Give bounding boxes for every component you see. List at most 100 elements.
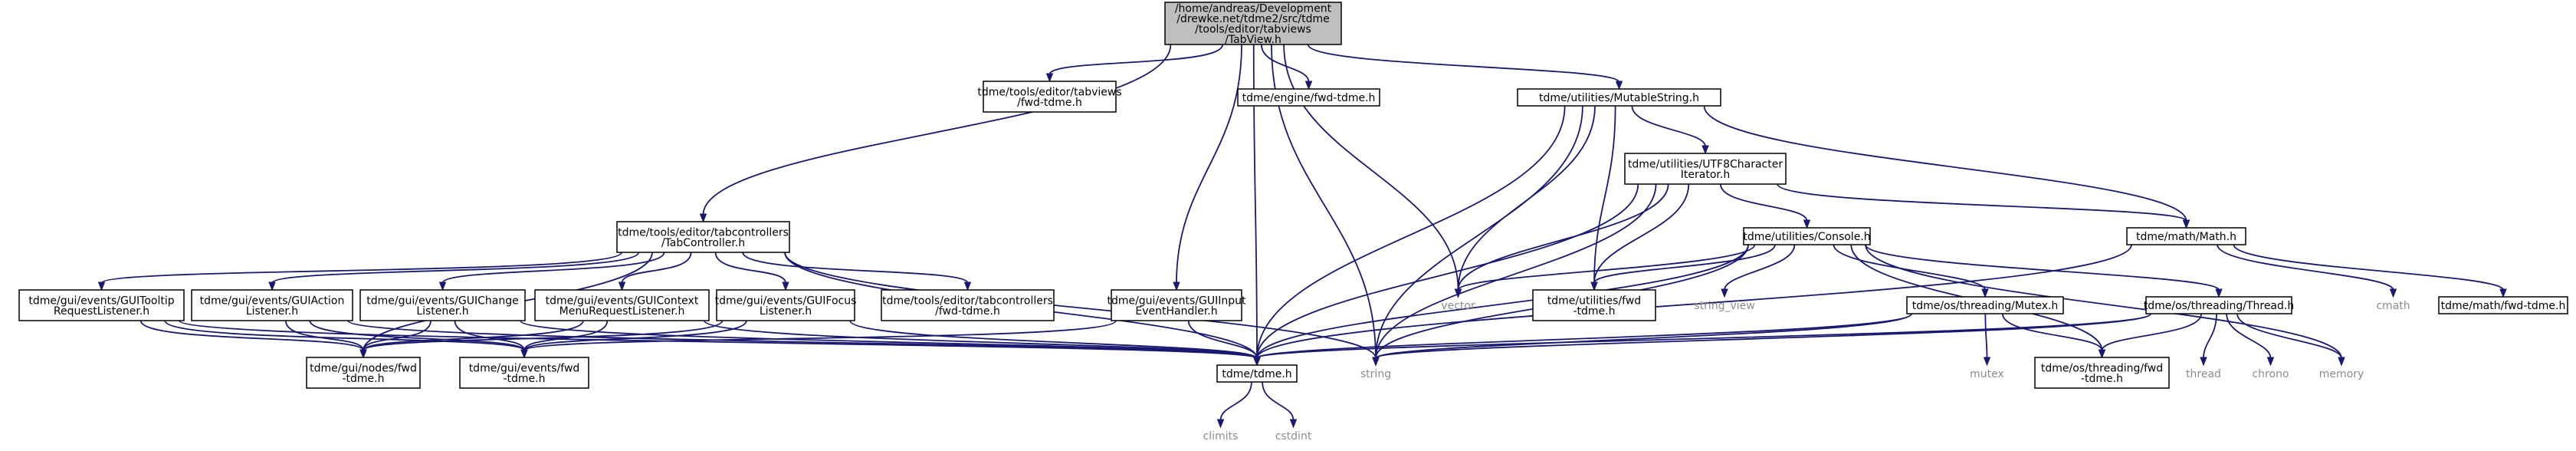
node-cmath: cmath: [2376, 300, 2410, 312]
dependency-edges: [97, 44, 2507, 429]
node-events-fwd[interactable]: tdme/gui/events/fwd-tdme.h: [459, 357, 589, 389]
node-label-line: tdme/utilities/fwd: [1547, 295, 1641, 307]
edge-tabcontroller-to-context: [621, 252, 692, 284]
node-label-line: tdme/math/Math.h: [2136, 231, 2236, 243]
edge-console-to-vector: [1457, 244, 1756, 291]
edge-mutex-to-threading-fwd: [2001, 313, 2103, 351]
edge-console-to-memory: [1865, 244, 2342, 359]
node-label-line: cmath: [2376, 300, 2410, 312]
node-label-line: tdme/gui/events/GUIInput: [1107, 295, 1246, 307]
node-tdme[interactable]: tdme/tdme.h: [1216, 364, 1298, 383]
file-nodes: /home/andreas/Development/drewke.net/tdm…: [18, 2, 2568, 443]
node-label-line: tdme/gui/events/GUIChange: [366, 295, 518, 307]
node-mutablestring[interactable]: tdme/utilities/MutableString.h: [1517, 88, 1721, 107]
node-label-line: climits: [1203, 430, 1239, 443]
edge-tabcontroller-to-string: [784, 252, 1377, 359]
node-label-line: Listener.h: [760, 305, 812, 318]
node-label-line: RequestListener.h: [54, 305, 149, 318]
node-label-line: tdme/os/threading/Thread.h: [2144, 300, 2294, 312]
edge-console-to-thread: [1865, 244, 2220, 291]
edge-context-to-events-fwd: [523, 320, 609, 351]
edge-input-to-tdme: [1187, 320, 1258, 359]
node-label-line: mutex: [1970, 368, 2004, 380]
node-label-line: tdme/os/threading/fwd: [2041, 362, 2163, 374]
arrowhead: [359, 349, 367, 359]
node-tc-fwd[interactable]: tdme/tools/editor/tabcontrollers/fwd-tdm…: [881, 289, 1055, 321]
node-label-line: Iterator.h: [1681, 169, 1730, 181]
edge-context-to-nodes-fwd: [363, 320, 584, 351]
edge-math-to-math-fwd: [2233, 244, 2504, 291]
node-tooltip[interactable]: tdme/gui/events/GUITooltipRequestListene…: [18, 289, 185, 321]
node-nodes-fwd[interactable]: tdme/gui/nodes/fwd-tdme.h: [306, 357, 421, 389]
node-label-line: /TabView.h: [1225, 34, 1281, 46]
node-box: [1906, 296, 2064, 314]
node-console[interactable]: tdme/utilities/Console.h: [1743, 227, 1871, 245]
node-label-line: tdme/gui/events/fwd: [469, 362, 580, 374]
node-tabcontroller[interactable]: tdme/tools/editor/tabcontrollers/TabCont…: [616, 221, 790, 253]
edge-tooltip-to-nodes-fwd: [139, 320, 364, 351]
node-label-line: -tdme.h: [2081, 373, 2123, 385]
edge-console-to-mutex: [1833, 244, 1986, 291]
arrowhead: [1045, 73, 1054, 83]
node-string: string: [1360, 368, 1391, 380]
edge-tabview-to-mutablestring: [1307, 44, 1620, 83]
arrowhead: [97, 281, 106, 291]
edge-console-to-tdme: [1256, 244, 1749, 359]
node-thread[interactable]: tdme/os/threading/Thread.h: [2144, 296, 2294, 314]
node-math-fwd[interactable]: tdme/math/fwd-tdme.h: [2438, 296, 2568, 314]
edge-tdme-to-cstdint: [1262, 381, 1295, 421]
edge-utf8-to-util-fwd: [1593, 183, 1690, 284]
node-threading-fwd[interactable]: tdme/os/threading/fwd-tdme.h: [2034, 357, 2170, 389]
edge-math-to-cmath: [2217, 244, 2394, 291]
edge-tabcontroller-to-focus: [714, 252, 786, 284]
node-label-line: EventHandler.h: [1135, 305, 1217, 318]
node-box: [1111, 289, 1242, 321]
node-label-line: tdme/gui/events/GUIAction: [200, 295, 345, 307]
node-box: [18, 289, 185, 321]
node-label-line: tdme/os/threading/Mutex.h: [1912, 300, 2059, 312]
edge-tooltip-to-events-fwd: [164, 320, 525, 351]
node-label-line: Listener.h: [246, 305, 298, 318]
edge-tabview-to-tv-fwd: [1048, 44, 1224, 75]
edge-utf8-to-vector: [1457, 183, 1669, 291]
edge-console-to-string-view: [1724, 244, 1796, 291]
arrowhead: [1289, 419, 1298, 429]
edge-change-to-nodes-fwd: [363, 320, 432, 351]
node-label-line: -tdme.h: [342, 373, 384, 385]
node-math[interactable]: tdme/math/Math.h: [2126, 227, 2246, 245]
edge-change-to-tdme: [520, 320, 1258, 359]
edge-action-to-nodes-fwd: [284, 320, 364, 351]
edge-mutablestring-to-tdme: [1256, 105, 1566, 359]
node-tabview[interactable]: /home/andreas/Development/drewke.net/tdm…: [1164, 2, 1342, 46]
node-vector: vector: [1441, 300, 1475, 312]
node-box: [2145, 296, 2292, 314]
node-engine-fwd[interactable]: tdme/engine/fwd-tdme.h: [1237, 88, 1380, 107]
node-tv-fwd[interactable]: tdme/tools/editor/tabviews/fwd-tdme.h: [977, 81, 1122, 113]
node-box: [1164, 2, 1342, 45]
node-cstdint: cstdint: [1275, 430, 1312, 443]
node-string-view: string_view: [1694, 300, 1754, 312]
node-mutex[interactable]: tdme/os/threading/Mutex.h: [1906, 296, 2064, 314]
arrowhead: [1216, 419, 1225, 429]
arrowhead: [2182, 219, 2190, 229]
node-memory: memory: [2319, 368, 2364, 380]
edge-thread-to-memory: [2236, 313, 2342, 359]
node-util-fwd[interactable]: tdme/utilities/fwd-tdme.h: [1532, 289, 1656, 321]
node-box: [1216, 364, 1298, 383]
node-chrono: chrono: [2252, 368, 2289, 380]
node-label-line: Listener.h: [416, 305, 468, 318]
edge-context-to-tdme: [704, 320, 1258, 359]
arrowhead: [1253, 357, 1261, 367]
node-label-line: cstdint: [1275, 430, 1312, 443]
node-box: [983, 81, 1117, 113]
node-context[interactable]: tdme/gui/events/GUIContextMenuRequestLis…: [534, 289, 710, 321]
node-label-line: /home/andreas/Development: [1175, 2, 1332, 15]
node-label-line: tdme/tools/editor/tabviews: [977, 86, 1121, 98]
edge-thread-to-std-thread: [2203, 313, 2217, 359]
node-label-line: tdme/utilities/UTF8Character: [1628, 158, 1783, 170]
